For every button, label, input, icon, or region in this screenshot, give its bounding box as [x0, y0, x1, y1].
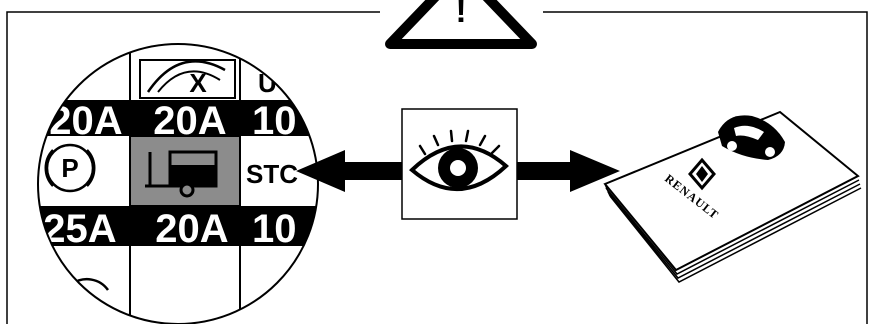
- fuse-rating-r3-c2: 20A: [155, 207, 228, 251]
- fuse-label-stop: STC: [246, 159, 298, 189]
- magnified-fuse-box: X U 20A 20A 10: [30, 30, 330, 324]
- fuse-rating-r3-c1: 25A: [43, 207, 116, 251]
- fuse-rating-r1-c3: 10: [252, 99, 297, 143]
- owners-manual: RENAULT: [605, 112, 861, 282]
- warning-icon: !: [390, 0, 532, 44]
- fuse-icon-letter: X: [189, 68, 207, 98]
- parking-brake-icon: P: [46, 145, 94, 191]
- fuse-rating-r3-c3: 10: [252, 207, 297, 251]
- fuse-rating-r1-c1: 20A: [49, 99, 122, 143]
- parking-brake-letter: P: [61, 153, 78, 183]
- eye-panel: [402, 109, 517, 219]
- fuse-band-2: 25A 20A 10: [30, 206, 330, 251]
- arrow-right-icon: [517, 150, 620, 192]
- warning-exclamation: !: [455, 0, 466, 30]
